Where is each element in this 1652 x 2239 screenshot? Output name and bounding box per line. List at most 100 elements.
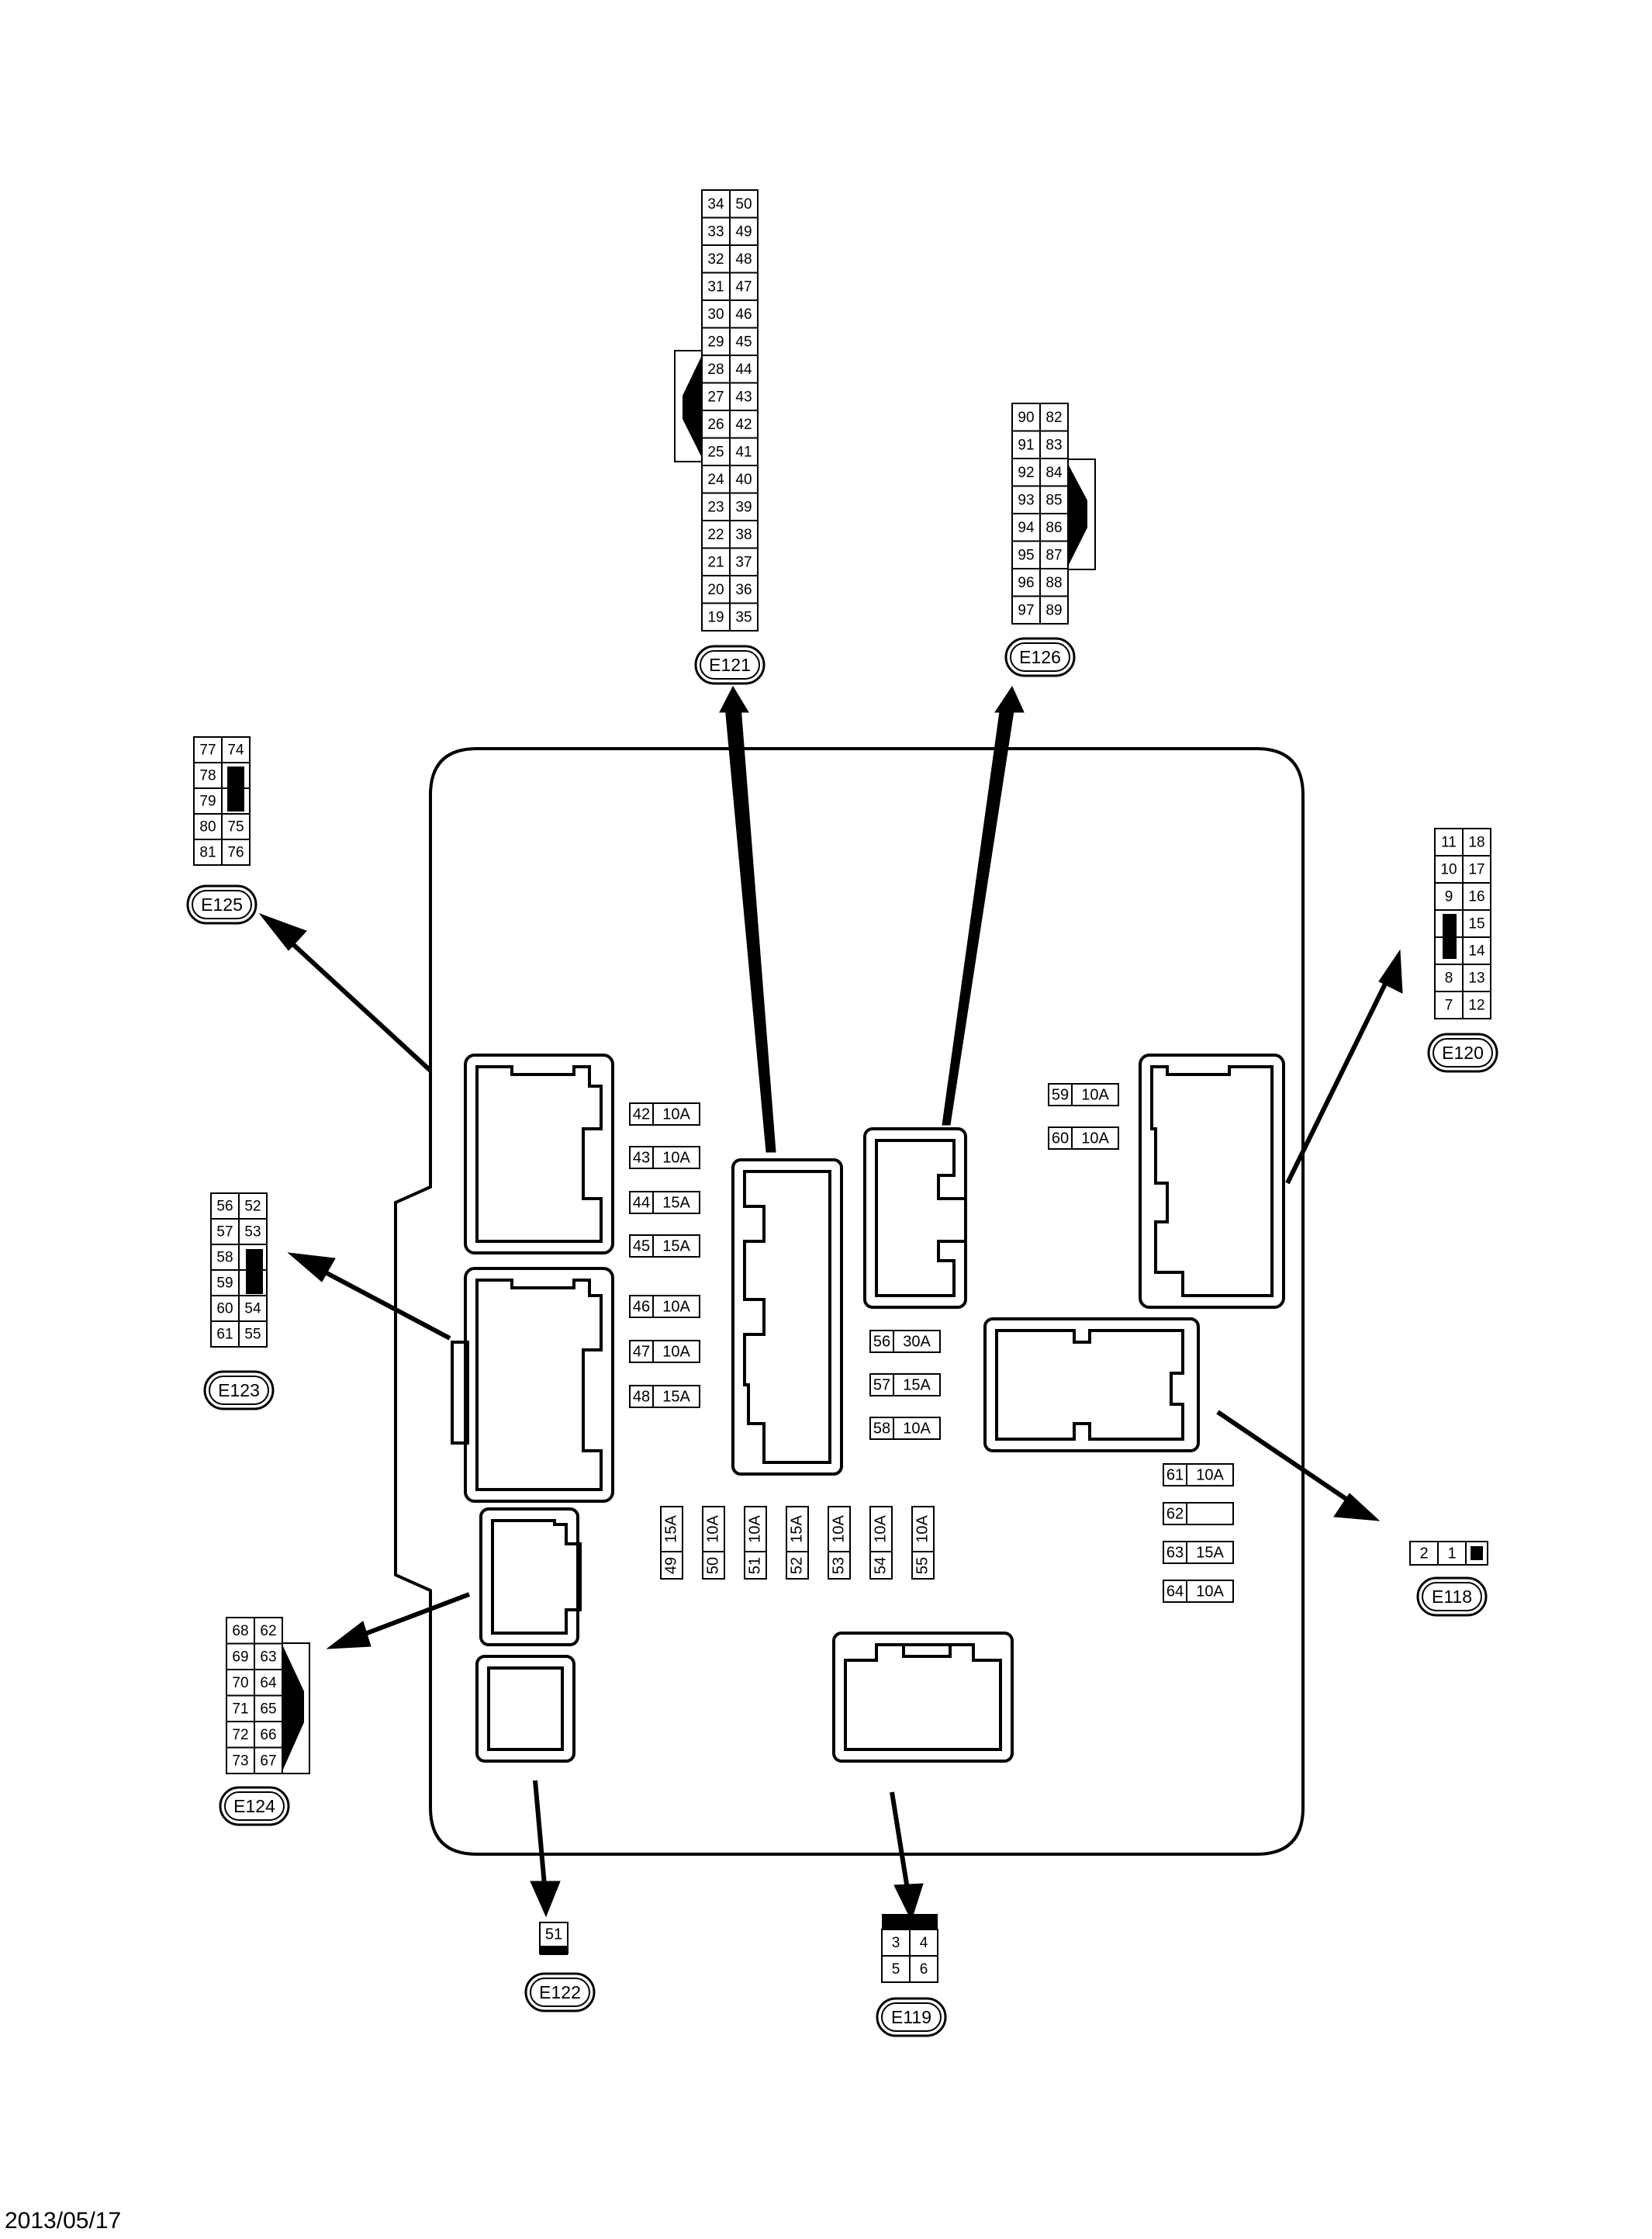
fuse-number: 62 xyxy=(1166,1505,1184,1522)
fuse-rating: 10A xyxy=(704,1515,721,1543)
pin-label: 82 xyxy=(1045,410,1062,426)
fuse-rating: 10A xyxy=(903,1420,931,1437)
pointer-arrows xyxy=(258,685,1403,1922)
pin-label: 83 xyxy=(1045,437,1062,453)
pin-label: 27 xyxy=(707,389,724,405)
pin-label: 57 xyxy=(216,1224,233,1241)
connector-id: E126 xyxy=(1019,647,1061,667)
fuse-rating: 15A xyxy=(1196,1544,1224,1561)
pin-label: 69 xyxy=(232,1649,248,1665)
fuse-number: 51 xyxy=(746,1557,763,1574)
pin-label: 80 xyxy=(199,819,216,836)
key-block xyxy=(246,1249,263,1294)
fuse-label-50: 10A 50 xyxy=(702,1506,725,1580)
fuse-number: 50 xyxy=(704,1557,721,1574)
pin-label: 22 xyxy=(707,527,724,543)
fuse-number: 44 xyxy=(633,1194,650,1211)
key-tab xyxy=(1068,464,1087,566)
pin-label: 35 xyxy=(735,609,752,625)
pin-label: 4 xyxy=(920,1935,928,1951)
pin-label: 63 xyxy=(260,1649,276,1665)
fuse-number: 45 xyxy=(633,1237,650,1254)
pin-label: 20 xyxy=(707,582,724,598)
fuse-rating: 15A xyxy=(662,1388,690,1405)
fuse-rating: 10A xyxy=(914,1515,931,1543)
fuse-number: 48 xyxy=(633,1388,650,1405)
fuse-number: 58 xyxy=(873,1420,890,1437)
fuse-number: 43 xyxy=(633,1149,650,1166)
pin-label: 75 xyxy=(227,819,244,836)
pin-label: 14 xyxy=(1468,943,1485,960)
pin-label: 40 xyxy=(735,472,752,488)
fuse-rating: 10A xyxy=(662,1149,690,1166)
pin-label: 41 xyxy=(735,444,752,460)
pin-label: 93 xyxy=(1018,492,1034,508)
connector-e122-pinout: 51 xyxy=(539,1922,569,1955)
fuse-label-48: 48 15A xyxy=(629,1385,700,1408)
fuse-rating: 10A xyxy=(872,1515,889,1543)
fuse-rating: 10A xyxy=(746,1515,763,1543)
pin-label: 46 xyxy=(735,306,752,323)
fuse-rating: 15A xyxy=(903,1376,931,1393)
pin-label: 72 xyxy=(232,1727,248,1743)
fuse-number: 49 xyxy=(662,1557,679,1574)
connector-housing-e126 xyxy=(863,1127,967,1309)
pin-label: 73 xyxy=(232,1753,248,1769)
fuse-rating: 10A xyxy=(1196,1583,1224,1600)
connector-e118-badge: E118 xyxy=(1416,1576,1488,1617)
fuse-number: 60 xyxy=(1052,1130,1069,1147)
pin-label: 47 xyxy=(735,279,752,295)
pin-label: 84 xyxy=(1045,465,1063,481)
pin-label: 24 xyxy=(707,472,724,488)
footer-date: 2013/05/17 xyxy=(5,2208,122,2234)
pin-label: 26 xyxy=(707,417,724,433)
pin-label: 92 xyxy=(1018,465,1034,481)
pin-label: 60 xyxy=(216,1301,233,1317)
pin-label: 32 xyxy=(707,251,724,268)
connector-housing-e124 xyxy=(479,1507,582,1646)
key-block xyxy=(1471,1546,1483,1560)
pin-label: 3 xyxy=(892,1935,900,1951)
pin-label: 90 xyxy=(1018,410,1034,426)
pin-label: 85 xyxy=(1045,492,1062,508)
fuse-rating: 15A xyxy=(788,1515,805,1543)
pin-label: 59 xyxy=(216,1275,233,1292)
pin-label: 5 xyxy=(892,1961,900,1978)
pin-label: 33 xyxy=(707,223,724,240)
pin-label: 91 xyxy=(1018,437,1034,453)
connector-id: E124 xyxy=(233,1796,275,1816)
fuse-block-housing xyxy=(394,747,1305,1856)
fuse-label-51: 10A 51 xyxy=(744,1506,767,1580)
pin-label: 94 xyxy=(1018,520,1035,536)
connector-e121-badge: E121 xyxy=(694,645,766,685)
connector-housing-e119 xyxy=(832,1632,1014,1763)
pin-label: 38 xyxy=(735,527,752,543)
fuse-label-62: 62 xyxy=(1163,1502,1234,1525)
connector-housing-e120 xyxy=(1139,1054,1285,1309)
connector-housing-e121 xyxy=(731,1158,843,1476)
pin-label: 58 xyxy=(216,1250,233,1266)
connector-e123-badge: E123 xyxy=(203,1370,275,1410)
connector-housing-e125 xyxy=(464,1054,614,1254)
connector-e124-badge: E124 xyxy=(219,1786,290,1826)
fuse-rating: 10A xyxy=(830,1515,847,1543)
fuse-rating: 10A xyxy=(662,1106,690,1123)
pin-label: 13 xyxy=(1468,971,1484,987)
fuse-rating: 10A xyxy=(662,1298,690,1315)
connector-id: E118 xyxy=(1432,1587,1472,1607)
pin-label: 48 xyxy=(735,251,752,268)
pin-label: 16 xyxy=(1468,889,1484,905)
pin-label: 12 xyxy=(1468,998,1484,1014)
pin-label: 87 xyxy=(1045,547,1062,563)
